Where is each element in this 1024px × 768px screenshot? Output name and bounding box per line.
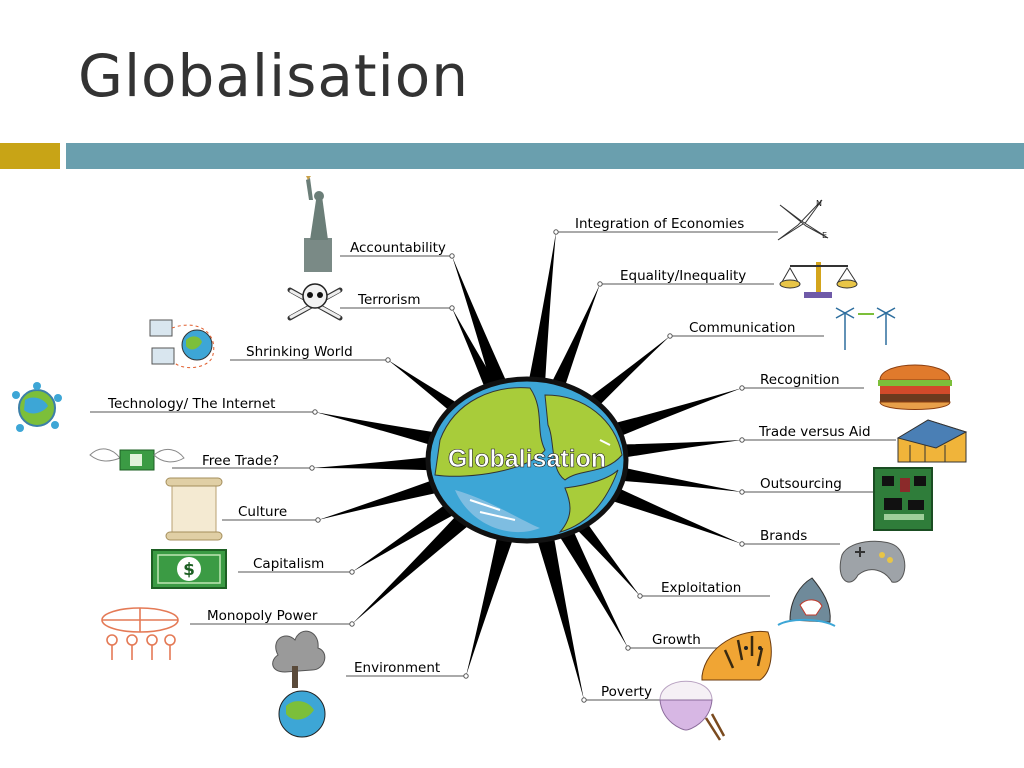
branch-label-communication: Communication (689, 320, 795, 336)
left-branch-0-node (449, 253, 455, 259)
right-branch-1-node (597, 281, 603, 287)
branch-label-trade-versus-aid: Trade versus Aid (758, 424, 871, 440)
svg-text:N: N (816, 199, 822, 208)
dollar-bill-icon: $ (151, 549, 227, 589)
left-branch-1-node (449, 305, 455, 311)
branch-label-poverty: Poverty (601, 684, 652, 700)
warehouse-icon (896, 419, 968, 463)
right-branch-3-node (739, 385, 745, 391)
accent-bar-teal (66, 143, 1024, 169)
right-branch-0-node (553, 229, 559, 235)
slide-title: Globalisation (78, 42, 469, 110)
branch-label-environment: Environment (354, 660, 440, 676)
branch-label-terrorism: Terrorism (357, 292, 421, 308)
accent-bar-gold (0, 143, 60, 169)
left-branch-5-node (315, 517, 321, 523)
left-branch-3-node (312, 409, 318, 415)
branch-label-shrinking-world: Shrinking World (246, 344, 353, 360)
people-holding-globe-icon (101, 607, 179, 660)
statue-of-liberty-icon (304, 176, 332, 272)
left-branch-2-node (385, 357, 391, 363)
globe-icon (425, 376, 629, 544)
branch-label-outsourcing: Outsourcing (760, 476, 842, 492)
scales-icon (779, 262, 858, 298)
right-branch-8-node (625, 645, 631, 651)
branch-label-monopoly-power: Monopoly Power (207, 608, 318, 624)
hamburger-icon (878, 364, 952, 410)
polluted-earth-icon (272, 630, 326, 738)
branch-label-equality-inequality: Equality/Inequality (620, 268, 746, 284)
branch-label-culture: Culture (238, 504, 287, 520)
radio-towers-icon (835, 307, 896, 350)
shark-icon (777, 577, 836, 627)
compass-rose-icon: N E (777, 199, 829, 241)
networked-computers-globe-icon (149, 319, 215, 368)
branch-label-free-trade: Free Trade? (202, 453, 279, 469)
svg-text:$: $ (183, 560, 195, 580)
branch-label-capitalism: Capitalism (253, 556, 324, 572)
branch-label-recognition: Recognition (760, 372, 840, 388)
right-branch-2-node (667, 333, 673, 339)
right-branch-9-node (581, 697, 587, 703)
left-branch-7-node (349, 621, 355, 627)
right-branch-4-node (739, 437, 745, 443)
game-controller-icon (839, 540, 906, 583)
center-label: Globalisation (448, 445, 606, 473)
branch-label-accountability: Accountability (350, 240, 446, 256)
branch-label-technology-internet: Technology/ The Internet (107, 396, 275, 412)
svg-text:E: E (822, 231, 827, 240)
skull-crossbones-icon (287, 283, 343, 321)
circuit-board-icon (873, 467, 933, 531)
branch-label-exploitation: Exploitation (661, 580, 741, 596)
left-branch-4-node (309, 465, 315, 471)
world-network-icon (12, 382, 62, 432)
scroll-icon (165, 477, 223, 541)
right-branch-5-node (739, 489, 745, 495)
mindmap: Globalisation Accountability Terrorism S… (12, 176, 968, 741)
left-branch-6-node (349, 569, 355, 575)
branch-label-integration-of-economies: Integration of Economies (575, 216, 744, 232)
right-branch-6-node (739, 541, 745, 547)
right-branch-7-node (637, 593, 643, 599)
rice-bowl-icon (659, 680, 726, 741)
left-branch-8-node (463, 673, 469, 679)
branch-label-brands: Brands (760, 528, 807, 544)
tiger-icon (701, 630, 772, 681)
flying-money-icon (89, 448, 185, 471)
branch-label-growth: Growth (652, 632, 701, 648)
